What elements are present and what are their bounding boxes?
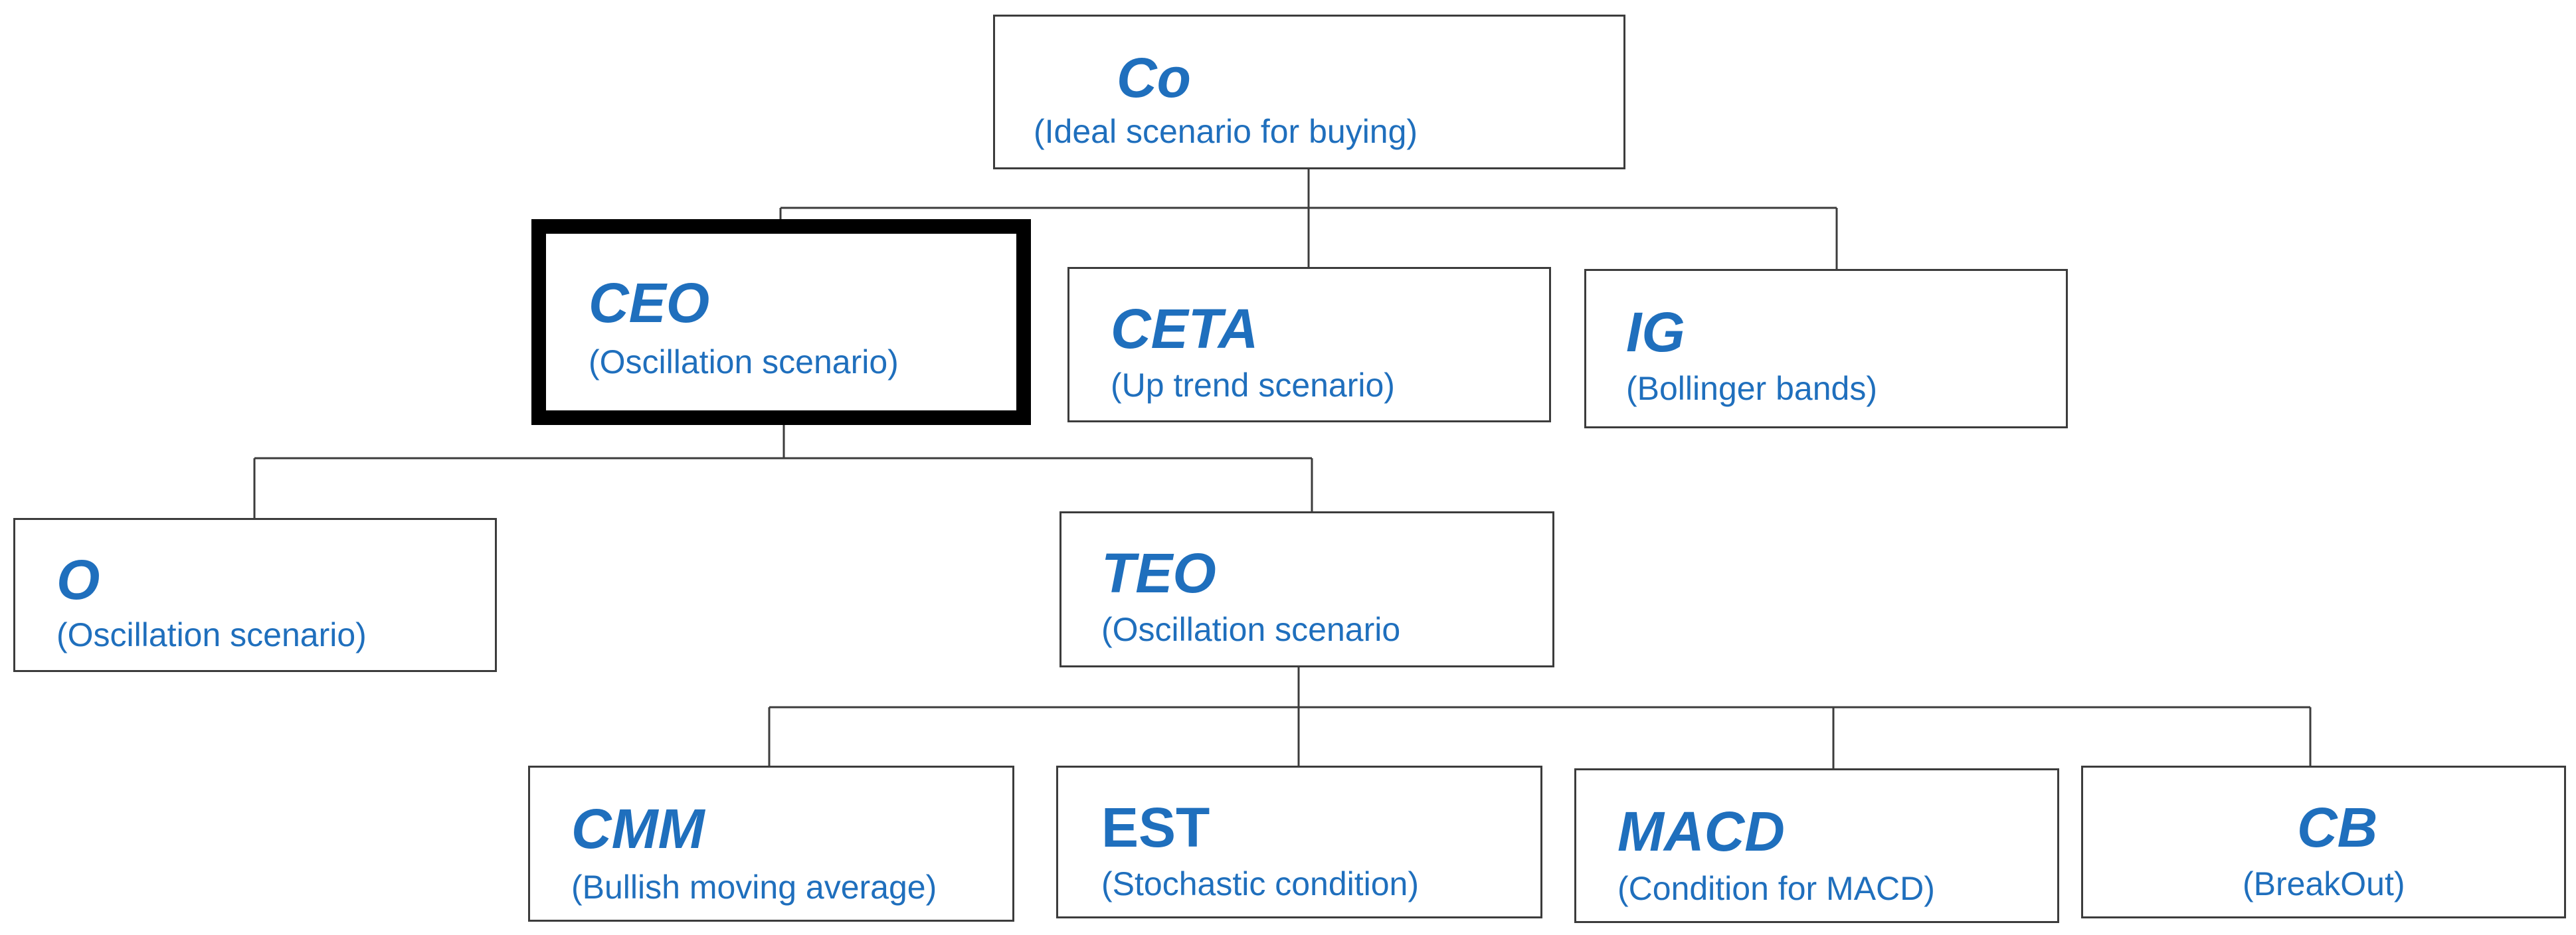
node-ceta-subtitle: (Up trend scenario) — [1111, 367, 1395, 404]
node-est-title: EST — [1101, 796, 1210, 859]
node-cb: CB (BreakOut) — [2081, 766, 2566, 918]
node-ceta: CETA (Up trend scenario) — [1067, 267, 1551, 422]
node-cmm-title: CMM — [571, 798, 705, 860]
node-teo-subtitle: (Oscillation scenario — [1101, 611, 1401, 648]
node-co-title: Co — [1117, 46, 1191, 109]
node-ig-subtitle: (Bollinger bands) — [1626, 370, 1877, 407]
node-ceta-title: CETA — [1111, 298, 1259, 360]
node-ceo: CEO (Oscillation scenario) — [531, 219, 1031, 425]
node-macd-title: MACD — [1617, 800, 1785, 863]
node-macd-subtitle: (Condition for MACD) — [1617, 870, 1935, 907]
node-cb-subtitle: (BreakOut) — [2243, 865, 2405, 902]
node-cmm: CMM (Bullish moving average) — [528, 766, 1014, 922]
node-macd: MACD (Condition for MACD) — [1574, 768, 2059, 923]
node-o-title: O — [56, 549, 100, 611]
node-est-subtitle: (Stochastic condition) — [1101, 865, 1420, 902]
node-cb-title: CB — [2297, 796, 2378, 859]
node-ceo-title: CEO — [589, 272, 710, 334]
node-teo-title: TEO — [1101, 542, 1216, 604]
node-o-subtitle: (Oscillation scenario) — [56, 616, 367, 653]
node-cmm-subtitle: (Bullish moving average) — [571, 869, 937, 906]
node-ceo-subtitle: (Oscillation scenario) — [589, 343, 899, 381]
node-est: EST (Stochastic condition) — [1056, 766, 1542, 918]
node-o: O (Oscillation scenario) — [13, 518, 497, 672]
node-co-subtitle: (Ideal scenario for buying) — [1034, 113, 1418, 150]
node-teo: TEO (Oscillation scenario — [1059, 511, 1554, 667]
node-co: Co (Ideal scenario for buying) — [993, 15, 1625, 169]
node-ig-title: IG — [1626, 301, 1685, 363]
node-ig: IG (Bollinger bands) — [1584, 269, 2068, 428]
